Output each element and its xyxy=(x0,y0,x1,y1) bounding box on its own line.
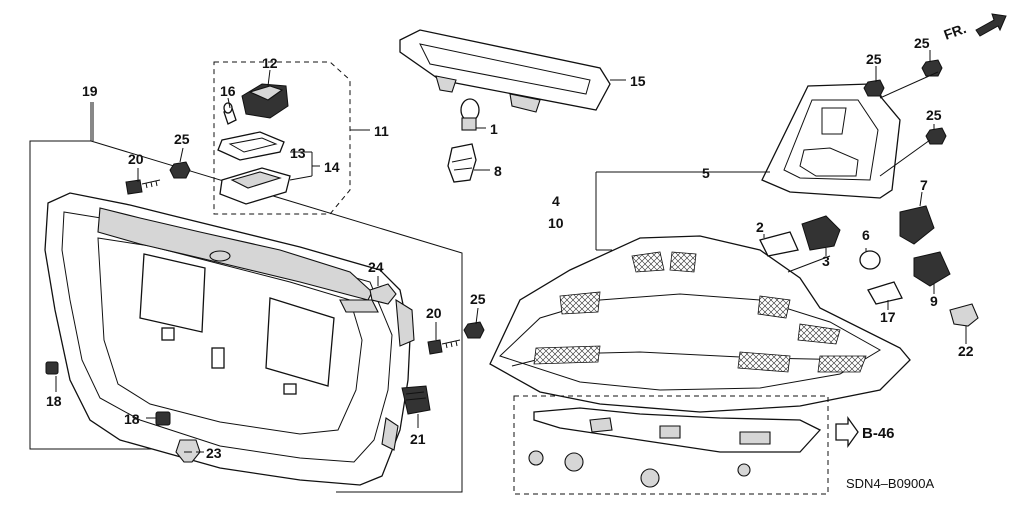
callout-9: 9 xyxy=(930,293,938,309)
connector-21 xyxy=(401,385,431,415)
callout-20-upper: 20 xyxy=(128,151,144,167)
callout-14: 14 xyxy=(324,159,340,175)
callouts: 19 20 25 16 12 11 13 14 15 1 8 24 20 25 … xyxy=(46,20,974,491)
high-mount-stop-light xyxy=(399,29,611,113)
callout-10: 10 xyxy=(548,215,564,231)
callout-15: 15 xyxy=(630,73,646,89)
callout-25-e: 25 xyxy=(926,107,942,123)
socket-8 xyxy=(447,143,477,183)
socket-3 xyxy=(801,215,841,251)
reference-box xyxy=(513,395,859,495)
taillight-assembly xyxy=(489,171,911,413)
callout-1: 1 xyxy=(490,121,498,137)
callout-2: 2 xyxy=(756,219,764,235)
callout-21: 21 xyxy=(410,431,426,447)
clip-18-upper xyxy=(45,361,59,375)
taillight-housing-back xyxy=(706,83,901,199)
callout-25-c: 25 xyxy=(866,51,882,67)
callout-25-b: 25 xyxy=(470,291,486,307)
nut-25-e xyxy=(925,127,947,145)
callout-5: 5 xyxy=(702,165,710,181)
drawing-code: SDN4–B0900A xyxy=(846,476,934,491)
callout-4: 4 xyxy=(552,193,560,209)
callout-18-lower: 18 xyxy=(124,411,140,427)
clip-23 xyxy=(175,439,201,463)
garnish-assembly xyxy=(29,102,463,493)
callout-20-lower: 20 xyxy=(426,305,442,321)
nut-25-d xyxy=(921,59,943,77)
callout-13: 13 xyxy=(290,145,306,161)
callout-16: 16 xyxy=(220,83,236,99)
callout-25-d: 25 xyxy=(914,35,930,51)
callout-12: 12 xyxy=(262,55,278,71)
license-lamp-group xyxy=(213,61,370,215)
callout-17: 17 xyxy=(880,309,896,325)
callout-6: 6 xyxy=(862,227,870,243)
callout-19: 19 xyxy=(82,83,98,99)
callout-24: 24 xyxy=(368,259,384,275)
socket-7 xyxy=(899,205,935,245)
callout-3: 3 xyxy=(822,253,830,269)
nut-25-c xyxy=(863,79,885,97)
callout-11: 11 xyxy=(374,123,389,139)
socket-9 xyxy=(913,251,951,287)
front-indicator: FR. xyxy=(942,20,969,43)
reference-arrow-icon xyxy=(835,415,859,449)
clip-24 xyxy=(369,283,397,305)
nut-25-a xyxy=(169,161,191,179)
reference-label: B-46 xyxy=(862,425,895,442)
nut-25-b xyxy=(463,321,485,339)
bulb-6 xyxy=(859,250,881,270)
callout-25-a: 25 xyxy=(174,131,190,147)
leader-lines xyxy=(55,50,967,453)
screw-20-lower xyxy=(427,339,461,355)
clip-18-lower xyxy=(155,411,171,426)
callout-7: 7 xyxy=(920,177,928,193)
bulb-2 xyxy=(759,231,799,257)
clip-22 xyxy=(949,303,979,327)
callout-18-upper: 18 xyxy=(46,393,62,409)
front-arrow-icon xyxy=(975,13,1007,37)
callout-22: 22 xyxy=(958,343,974,359)
bulb-1 xyxy=(460,98,480,131)
callout-8: 8 xyxy=(494,163,502,179)
screw-20-upper xyxy=(125,179,161,195)
callout-23: 23 xyxy=(206,445,222,461)
bulb-17 xyxy=(867,281,903,305)
